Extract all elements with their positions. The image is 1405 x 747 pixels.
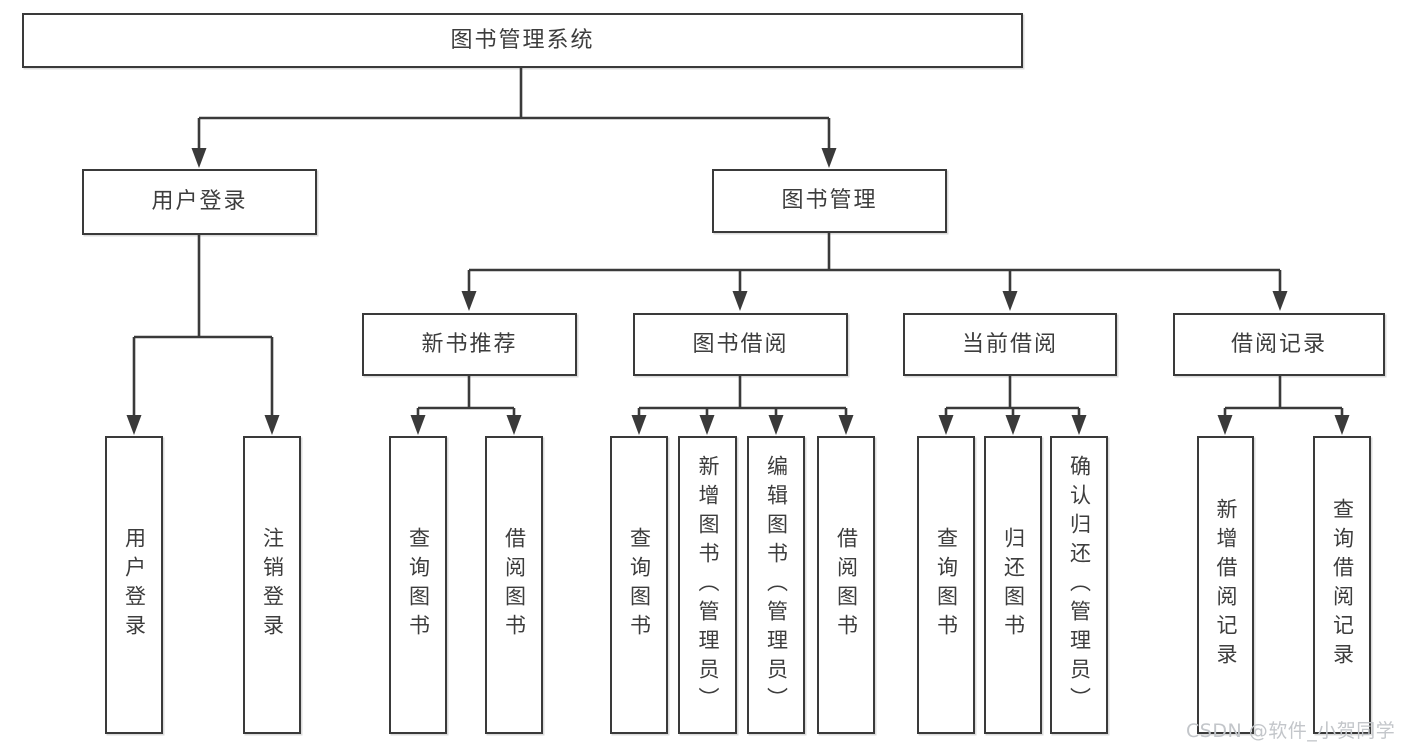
arrowhead: [838, 415, 854, 435]
leaf-add-borrow-record: 新增借阅记录: [1197, 436, 1254, 734]
node-label: 新书推荐: [421, 331, 518, 357]
leaf-label: 新增借阅记录: [1214, 498, 1238, 672]
arrowhead: [1005, 415, 1021, 435]
leaf-label: 查询图书: [627, 527, 652, 643]
leaf-query-books-recommend: 查询图书: [389, 436, 447, 734]
arrowhead: [1002, 291, 1018, 311]
csdn-watermark: CSDN @软件_小贺同学: [1186, 720, 1396, 742]
leaf-return-books: 归还图书: [984, 436, 1042, 734]
arrowhead: [821, 148, 837, 168]
leaf-add-books-admin: 新增图书（管理员）: [678, 436, 737, 734]
leaf-query-books-borrow: 查询图书: [610, 436, 668, 734]
node-label: 当前借阅: [961, 331, 1058, 357]
leaf-label: 确认归还（管理员）: [1067, 454, 1092, 716]
arrowhead: [732, 291, 748, 311]
arrowhead: [1217, 415, 1233, 435]
connector-book-mgmt-children: [467, 233, 1282, 293]
arrowhead: [699, 415, 715, 435]
node-label: 借阅记录: [1230, 331, 1327, 357]
arrowhead: [1071, 415, 1087, 435]
connector-book-borrow-children: [637, 376, 848, 419]
connector-user-login-children: [132, 235, 274, 417]
arrowhead: [461, 291, 477, 311]
arrowhead: [410, 415, 426, 435]
node-new-book-recommend: 新书推荐: [362, 313, 577, 376]
connector-current-borrow-children: [944, 376, 1081, 419]
connector-new-book-children: [416, 376, 516, 419]
leaf-borrow-books: 借阅图书: [817, 436, 875, 734]
leaf-confirm-return-admin: 确认归还（管理员）: [1050, 436, 1108, 734]
leaf-label: 注销登录: [260, 527, 285, 643]
leaf-user-login: 用户登录: [105, 436, 163, 734]
leaf-label: 归还图书: [1001, 527, 1026, 643]
arrowhead: [938, 415, 954, 435]
leaf-query-borrow-record: 查询借阅记录: [1313, 436, 1371, 734]
node-book-management: 图书管理: [712, 169, 947, 233]
node-label: 图书借阅: [692, 331, 789, 357]
node-label: 图书管理系统: [450, 27, 595, 53]
leaf-label: 查询图书: [406, 527, 431, 643]
leaf-edit-books-admin: 编辑图书（管理员）: [747, 436, 805, 734]
arrowhead: [506, 415, 522, 435]
leaf-label: 借阅图书: [502, 527, 527, 643]
leaf-label: 用户登录: [122, 527, 147, 643]
node-user-login: 用户登录: [82, 169, 317, 235]
arrowhead: [1334, 415, 1350, 435]
arrowhead: [768, 415, 784, 435]
leaf-label: 查询图书: [934, 527, 959, 643]
node-borrow-records: 借阅记录: [1173, 313, 1385, 376]
leaf-label: 编辑图书（管理员）: [764, 454, 789, 716]
leaf-query-books-current: 查询图书: [917, 436, 975, 734]
node-label: 图书管理: [781, 188, 878, 213]
node-label: 用户登录: [151, 189, 248, 214]
leaf-label: 查询借阅记录: [1330, 498, 1355, 672]
arrowhead: [191, 148, 207, 168]
leaf-borrow-books-recommend: 借阅图书: [485, 436, 543, 734]
node-root-system: 图书管理系统: [22, 13, 1023, 68]
arrowhead: [126, 415, 142, 435]
connector-borrow-record-children: [1223, 376, 1344, 419]
leaf-logout: 注销登录: [243, 436, 301, 734]
node-current-borrow: 当前借阅: [903, 313, 1117, 376]
arrowhead: [1272, 291, 1288, 311]
connector-root-to-level2: [197, 68, 831, 150]
arrowhead: [631, 415, 647, 435]
arrowhead: [264, 415, 280, 435]
leaf-label: 借阅图书: [834, 527, 859, 643]
leaf-label: 新增图书（管理员）: [696, 454, 720, 716]
node-book-borrow: 图书借阅: [633, 313, 848, 376]
